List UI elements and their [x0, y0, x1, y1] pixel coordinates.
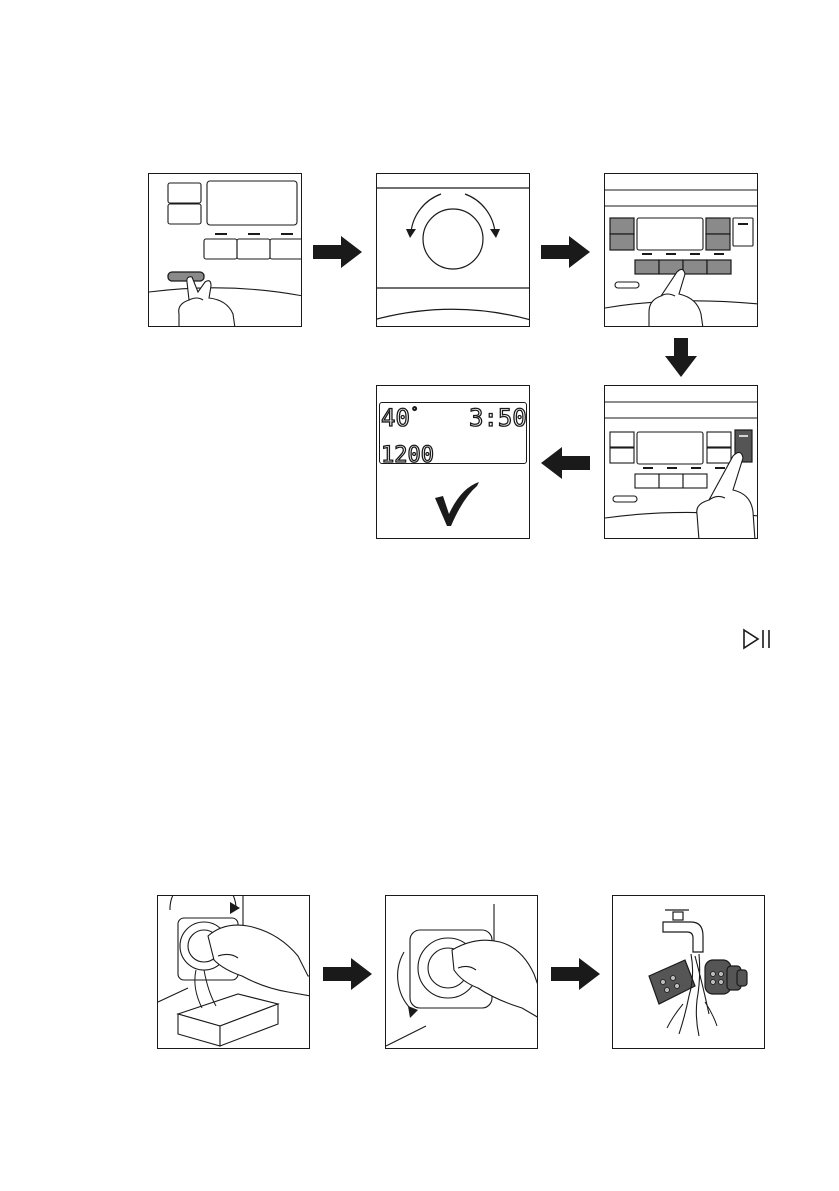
water-tap-icon [663, 910, 703, 952]
hand-icon [697, 452, 755, 539]
arrow-icon [313, 236, 363, 268]
arrow-icon [323, 958, 373, 990]
step-panel-display: 40 ° 3:50 1200 [376, 385, 530, 539]
step-panel-programme-dial [376, 173, 530, 327]
play-pause-icon [742, 628, 774, 650]
step-panel-start [604, 385, 758, 539]
step-panel-drain-water [157, 895, 310, 1049]
arrow-icon [665, 338, 697, 378]
hand-icon [208, 925, 310, 996]
arrow-icon [541, 447, 591, 479]
step-panel-options [604, 173, 758, 327]
arrow-icon [551, 958, 601, 990]
hand-icon [649, 269, 703, 327]
container-box [178, 994, 278, 1046]
temperature-readout: 40 [381, 404, 410, 432]
step-panel-rinse-filter [612, 895, 765, 1049]
arrow-icon [541, 236, 591, 268]
checkmark-icon [435, 482, 479, 526]
step-panel-remove-filter [385, 895, 538, 1049]
spin-readout: 1200 [381, 443, 434, 468]
degree-symbol: ° [411, 405, 418, 419]
hand-icon [179, 277, 235, 327]
step-panel-power-on [148, 173, 302, 327]
time-readout: 3:50 [469, 404, 527, 432]
hand-icon [452, 940, 538, 1018]
